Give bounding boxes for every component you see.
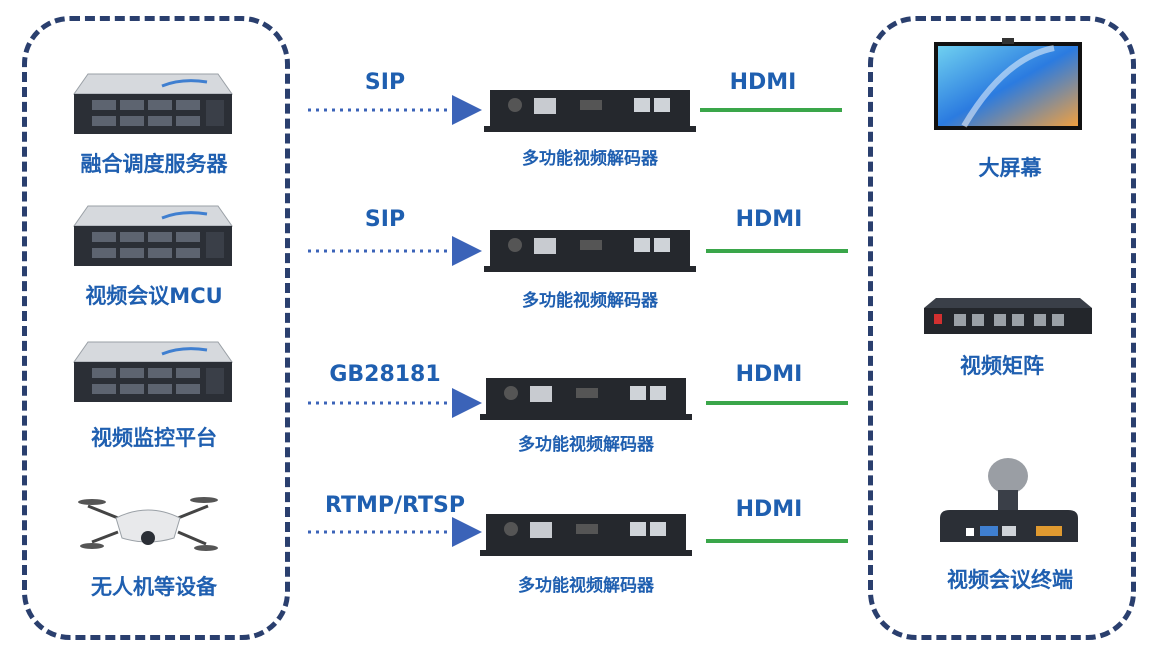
protocol-label-row-2: SIP (364, 207, 406, 232)
right-display-group-frame (868, 16, 1136, 640)
decoder-label-row-4: 多功能视频解码器 (518, 576, 654, 596)
device-label-big-screen: 大屏幕 (978, 156, 1042, 180)
decoder-device-icon (484, 86, 696, 140)
device-label-conference-terminal: 视频会议终端 (947, 568, 1073, 592)
decoder-label-row-1: 多功能视频解码器 (522, 149, 658, 169)
video-matrix-icon (922, 296, 1094, 340)
protocol-label-row-1: SIP (364, 70, 406, 95)
decoder-label-row-2: 多功能视频解码器 (522, 291, 658, 311)
protocol-label-row-3: GB28181 (329, 362, 441, 387)
device-label-surveillance-platform: 视频监控平台 (91, 426, 217, 450)
tv-screen-icon (934, 38, 1082, 138)
decoder-device-icon (480, 374, 692, 428)
hdmi-label-row-4: HDMI (735, 497, 803, 522)
hdmi-label-row-2: HDMI (735, 207, 803, 232)
decoder-device-icon (484, 226, 696, 280)
left-source-group-frame (22, 16, 290, 640)
device-label-drone: 无人机等设备 (91, 575, 217, 599)
decoder-label-row-3: 多功能视频解码器 (518, 435, 654, 455)
hdmi-label-row-1: HDMI (729, 70, 797, 95)
device-label-mcu: 视频会议MCU (85, 284, 223, 308)
rack-server-icon (72, 204, 234, 272)
conference-terminal-icon (936, 456, 1082, 552)
drone-icon (78, 488, 218, 568)
hdmi-label-row-3: HDMI (735, 362, 803, 387)
device-label-video-matrix: 视频矩阵 (960, 354, 1044, 378)
decoder-device-icon (480, 510, 692, 564)
device-label-dispatch-server: 融合调度服务器 (80, 152, 228, 176)
protocol-label-row-4: RTMP/RTSP (325, 493, 465, 518)
rack-server-icon (72, 340, 234, 408)
rack-server-icon (72, 72, 234, 140)
